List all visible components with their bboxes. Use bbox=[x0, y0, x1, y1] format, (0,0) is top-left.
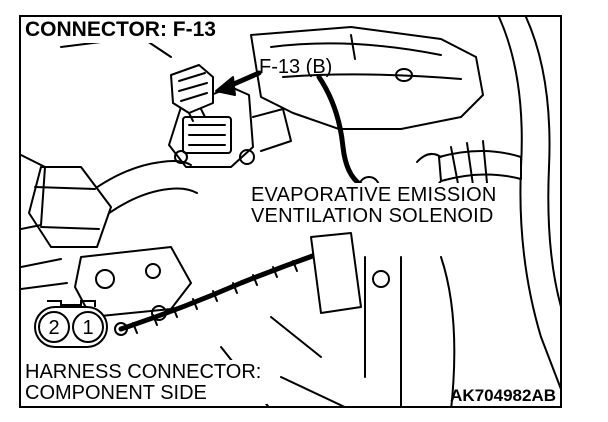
component-label-line2: VENTILATION SOLENOID bbox=[251, 205, 494, 227]
component-label-line1: EVAPORATIVE EMISSION bbox=[251, 184, 497, 206]
callout-arrow bbox=[215, 70, 262, 96]
connector-callout-label: F-13 (B) bbox=[259, 56, 333, 78]
figure-id: AK704982AB bbox=[450, 386, 556, 405]
pin-1-number: 1 bbox=[82, 317, 93, 339]
diagram-frame: CONNECTOR: F-13 F-13 (B) EVAPORATIVE EMI… bbox=[19, 15, 562, 408]
harness-label-line1: HARNESS CONNECTOR: bbox=[25, 361, 262, 383]
intake-pipe bbox=[28, 160, 198, 248]
engine-bay-illustration bbox=[21, 17, 560, 406]
page-title: CONNECTOR: F-13 bbox=[25, 18, 220, 44]
pin-1-circle bbox=[72, 311, 104, 343]
harness-connector-label: HARNESS CONNECTOR: COMPONENT SIDE bbox=[25, 360, 268, 404]
engine-housing bbox=[250, 26, 484, 130]
harness-label-line2: COMPONENT SIDE bbox=[25, 382, 207, 404]
connector-f13 bbox=[170, 64, 214, 122]
wiring-harness bbox=[118, 74, 380, 334]
pin-2-circle bbox=[38, 311, 70, 343]
component-label: EVAPORATIVE EMISSION VENTILATION SOLENOI… bbox=[247, 183, 503, 229]
pin-2-number: 2 bbox=[48, 317, 59, 339]
right-hoses bbox=[416, 17, 560, 390]
harness-connector-pinout: 2 1 bbox=[34, 300, 108, 348]
